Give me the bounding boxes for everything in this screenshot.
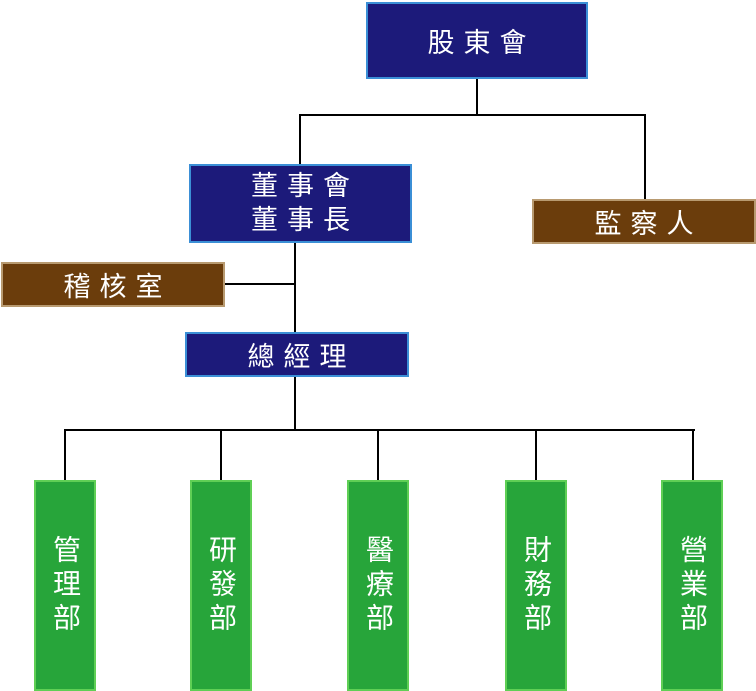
connector-to-dept-4 xyxy=(535,429,537,481)
supervisor-box: 監察人 xyxy=(532,199,756,244)
department-medical-label: 醫療部 xyxy=(362,534,395,637)
shareholders-box: 股東會 xyxy=(366,2,588,79)
department-sales-box: 營業部 xyxy=(661,480,723,691)
audit-office-box: 稽核室 xyxy=(1,262,225,307)
connector-to-board xyxy=(299,114,301,165)
department-rd-label: 研發部 xyxy=(205,534,238,637)
chairman-label: 董事長 xyxy=(251,204,359,236)
connector-shareholders-down xyxy=(476,78,478,116)
connector-to-audit xyxy=(223,283,296,285)
board-box: 董事會 董事長 xyxy=(189,164,412,243)
board-label: 董事會 xyxy=(251,170,359,202)
general-manager-box: 總經理 xyxy=(185,332,409,377)
supervisor-label: 監察人 xyxy=(594,209,703,240)
department-medical-box: 醫療部 xyxy=(347,480,409,691)
department-management-box: 管理部 xyxy=(34,480,96,691)
connector-board-to-gm xyxy=(294,242,296,333)
department-management-label: 管理部 xyxy=(49,534,82,637)
connector-gm-down xyxy=(294,376,296,431)
shareholders-label: 股東會 xyxy=(427,28,536,59)
connector-departments-horizontal xyxy=(64,429,695,431)
department-rd-box: 研發部 xyxy=(190,480,252,691)
connector-to-dept-3 xyxy=(377,429,379,481)
connector-to-dept-1 xyxy=(64,429,66,481)
general-manager-label: 總經理 xyxy=(247,342,356,373)
connector-to-supervisor xyxy=(644,114,646,200)
department-finance-box: 財務部 xyxy=(505,480,567,691)
board-label-group: 董事會 董事長 xyxy=(242,170,359,238)
connector-to-dept-2 xyxy=(220,429,222,481)
department-finance-label: 財務部 xyxy=(520,534,553,637)
connector-top-horizontal xyxy=(299,114,646,116)
connector-to-dept-5 xyxy=(692,429,694,481)
department-sales-label: 營業部 xyxy=(676,534,709,637)
audit-office-label: 稽核室 xyxy=(63,272,172,303)
